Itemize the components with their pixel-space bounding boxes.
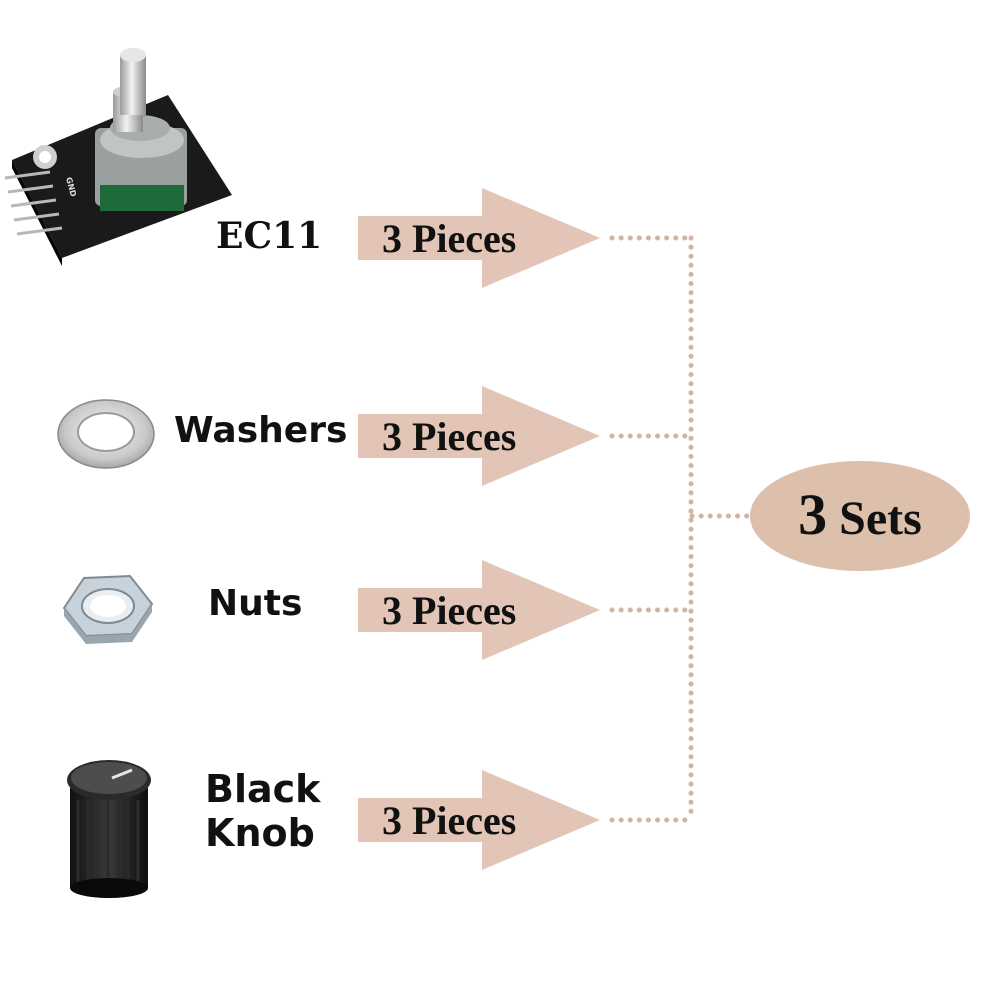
- washer-icon: [57, 399, 155, 469]
- hex-nut-icon: [62, 574, 154, 644]
- svg-text:3 Sets: 3 Sets: [798, 482, 922, 547]
- quantity-label-nuts: 3 Pieces: [382, 588, 516, 633]
- total-sets-unit: Sets: [839, 492, 922, 545]
- item-label-washers: Washers: [174, 410, 348, 451]
- item-label-nuts: Nuts: [208, 583, 303, 624]
- total-sets-number: 3: [798, 482, 827, 547]
- item-label-black-knob: Black Knob: [205, 767, 321, 855]
- arrow-ec11: [358, 188, 600, 288]
- quantity-label-washers: 3 Pieces: [382, 414, 516, 459]
- black-knob-icon: [67, 760, 151, 898]
- item-label-ec11: EC11: [216, 215, 323, 257]
- total-sets-badge: 3 Sets: [750, 461, 970, 571]
- arrow-washers: [358, 386, 600, 486]
- quantity-label-ec11: 3 Pieces: [382, 216, 516, 261]
- rotary-encoder-module-icon: GND: [4, 48, 232, 266]
- arrow-black-knob: [358, 770, 600, 870]
- quantity-arrows: 3 Pieces 3 Pieces 3 Pieces 3 Pieces: [358, 188, 689, 870]
- quantity-label-black-knob: 3 Pieces: [382, 798, 516, 843]
- arrow-nuts: [358, 560, 600, 660]
